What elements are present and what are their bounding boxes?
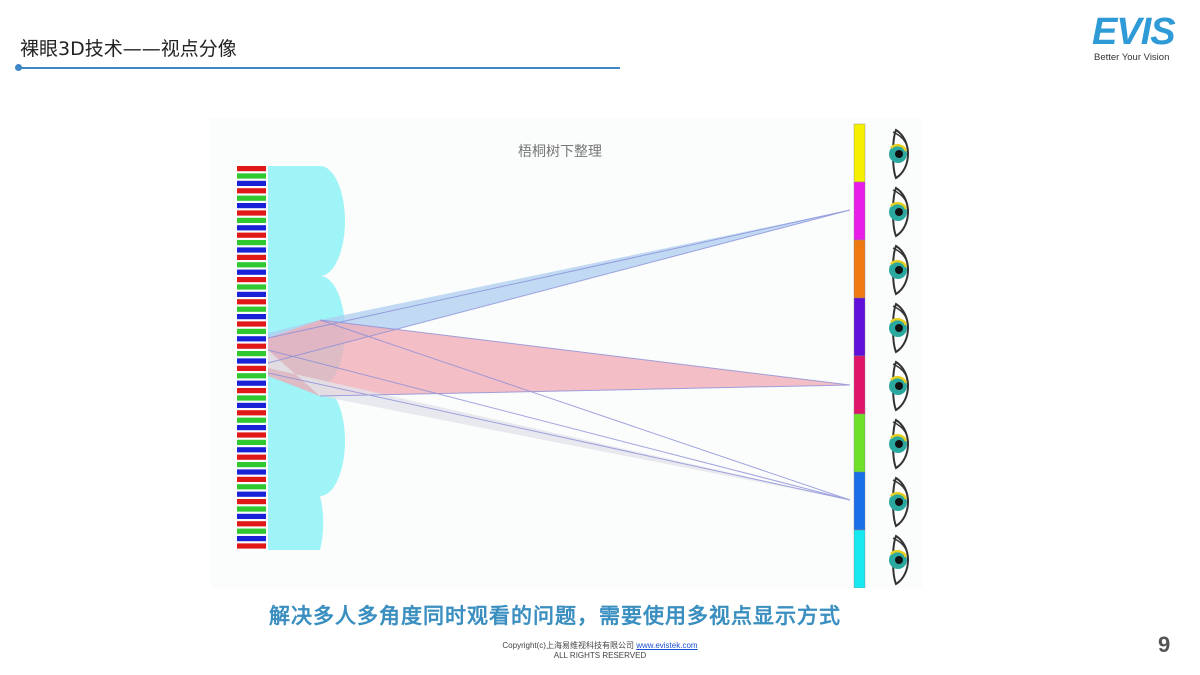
logo-mark: EVIS bbox=[1092, 11, 1176, 53]
subpixel-stripe bbox=[237, 232, 266, 238]
subpixel-stripe bbox=[237, 439, 266, 445]
subpixel-stripe bbox=[237, 336, 266, 342]
subpixel-stripe bbox=[237, 188, 266, 194]
beam-rays bbox=[267, 209, 851, 501]
subpixel-stripe bbox=[237, 543, 266, 549]
subpixel-stripe bbox=[237, 432, 266, 438]
eye-icon bbox=[889, 244, 909, 296]
subpixel-stripe bbox=[237, 536, 266, 542]
viewing-zone bbox=[853, 123, 866, 183]
viewing-zone bbox=[853, 239, 866, 299]
title-underline bbox=[18, 67, 620, 69]
subpixel-stripe bbox=[237, 402, 266, 408]
subpixel-stripe bbox=[237, 506, 266, 512]
subpixel-stripe bbox=[237, 358, 266, 364]
eye-icon bbox=[889, 302, 909, 354]
subpixel-stripe bbox=[237, 328, 266, 334]
subpixel-stripe bbox=[237, 166, 266, 172]
title-underline-dot bbox=[15, 64, 22, 71]
subpixel-stripe bbox=[237, 425, 266, 431]
multiview-diagram: 梧桐树下整理 bbox=[210, 118, 922, 589]
pixel-column bbox=[237, 166, 266, 549]
viewing-zone bbox=[853, 471, 866, 531]
subpixel-stripe bbox=[237, 247, 266, 253]
subpixel-stripe bbox=[237, 351, 266, 357]
subpixel-stripe bbox=[237, 173, 266, 179]
subpixel-stripe bbox=[237, 476, 266, 482]
eye-icon bbox=[889, 186, 909, 238]
subpixel-stripe bbox=[237, 365, 266, 371]
subpixel-stripe bbox=[237, 447, 266, 453]
eye-icon bbox=[889, 476, 909, 528]
subpixel-stripe bbox=[237, 314, 266, 320]
viewing-zone bbox=[853, 413, 866, 473]
footer-link[interactable]: www.evistek.com bbox=[636, 641, 698, 650]
viewing-zone bbox=[853, 529, 866, 589]
subpixel-stripe bbox=[237, 528, 266, 534]
eye-column bbox=[889, 128, 909, 586]
subpixel-stripe bbox=[237, 521, 266, 527]
subpixel-stripe bbox=[237, 291, 266, 297]
subpixel-stripe bbox=[237, 380, 266, 386]
subpixel-stripe bbox=[237, 195, 266, 201]
subpixel-stripe bbox=[237, 240, 266, 246]
eye-icon bbox=[889, 534, 909, 586]
slide-title: 裸眼3D技术——视点分像 bbox=[20, 38, 237, 60]
eye-icon bbox=[889, 360, 909, 412]
logo-tagline: Better Your Vision bbox=[1094, 52, 1170, 63]
subpixel-stripe bbox=[237, 462, 266, 468]
slide-caption: 解决多人多角度同时观看的问题，需要使用多视点显示方式 bbox=[269, 604, 841, 628]
subpixel-stripe bbox=[237, 469, 266, 475]
subpixel-stripe bbox=[237, 180, 266, 186]
page-number: 9 bbox=[1158, 632, 1171, 657]
eye-icon bbox=[889, 128, 909, 180]
evis-logo: EVIS Better Your Vision bbox=[1092, 12, 1188, 66]
footer-rights: ALL RIGHTS RESERVED bbox=[553, 651, 647, 660]
subpixel-stripe bbox=[237, 513, 266, 519]
footer-copyright: Copyright(c)上海易维视科技有限公司 bbox=[502, 641, 634, 650]
viewing-zone bbox=[853, 181, 866, 241]
viewing-zone-strip bbox=[853, 123, 866, 589]
subpixel-stripe bbox=[237, 262, 266, 268]
subpixel-stripe bbox=[237, 210, 266, 216]
subpixel-stripe bbox=[237, 225, 266, 231]
viewing-zone bbox=[853, 297, 866, 357]
subpixel-stripe bbox=[237, 321, 266, 327]
subpixel-stripe bbox=[237, 284, 266, 290]
subpixel-stripe bbox=[237, 343, 266, 349]
subpixel-stripe bbox=[237, 269, 266, 275]
footer: Copyright(c)上海易维视科技有限公司 www.evistek.com … bbox=[400, 641, 800, 661]
subpixel-stripe bbox=[237, 254, 266, 260]
beam-pink bbox=[268, 320, 850, 396]
eye-icon bbox=[889, 418, 909, 470]
subpixel-stripe bbox=[237, 484, 266, 490]
subpixel-stripe bbox=[237, 417, 266, 423]
subpixel-stripe bbox=[237, 217, 266, 223]
subpixel-stripe bbox=[237, 491, 266, 497]
subpixel-stripe bbox=[237, 203, 266, 209]
subpixel-stripe bbox=[237, 299, 266, 305]
subpixel-stripe bbox=[237, 395, 266, 401]
subpixel-stripe bbox=[237, 454, 266, 460]
subpixel-stripe bbox=[237, 373, 266, 379]
subpixel-stripe bbox=[237, 410, 266, 416]
subpixel-stripe bbox=[237, 388, 266, 394]
subpixel-stripe bbox=[237, 306, 266, 312]
diagram-watermark: 梧桐树下整理 bbox=[518, 144, 602, 160]
subpixel-stripe bbox=[237, 499, 266, 505]
viewing-zone bbox=[853, 355, 866, 415]
subpixel-stripe bbox=[237, 277, 266, 283]
